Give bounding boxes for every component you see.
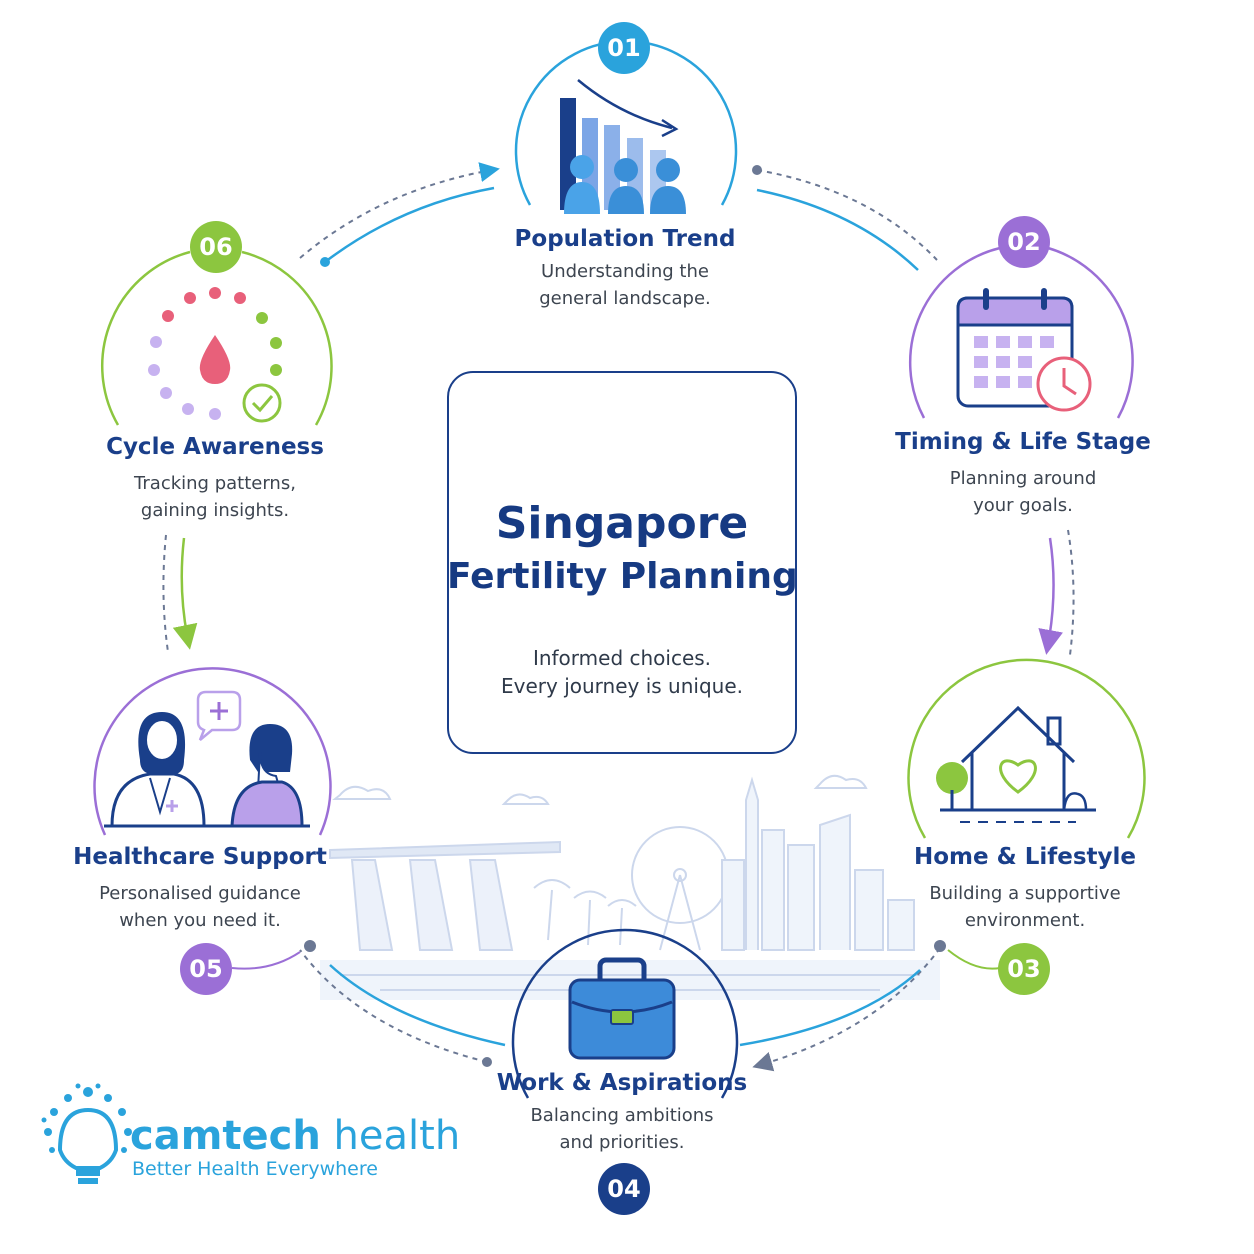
connector-03-04: [739, 940, 1001, 1072]
connector-01-02: [752, 165, 938, 271]
step-02-arc: [908, 246, 1134, 419]
briefcase-icon: [568, 957, 676, 1060]
step-title: Population Trend: [514, 226, 736, 252]
house-heart-icon: [936, 705, 1096, 823]
step-01-text: Population Trend Understanding the gener…: [475, 226, 775, 312]
step-desc-line2: environment.: [964, 910, 1086, 931]
doctor-consultation-icon: [104, 690, 310, 828]
step-desc-line1: Personalised guidance: [99, 883, 301, 904]
step-02-text: Timing & Life Stage Planning around your…: [873, 429, 1173, 519]
center-subtitle-line1: Informed choices.: [532, 646, 712, 670]
step-desc-line1: Balancing ambitions: [530, 1105, 714, 1126]
step-desc-line2: general landscape.: [539, 288, 711, 309]
step-title: Timing & Life Stage: [895, 429, 1151, 455]
cycle-drop-icon: [148, 287, 282, 423]
step-desc-line1: Understanding the: [541, 261, 709, 282]
step-03-arc: [907, 658, 1146, 839]
connector-05-06: [162, 534, 198, 653]
step-desc-line1: Building a supportive: [929, 883, 1121, 904]
center-subtitle-line2: Every journey is unique.: [501, 674, 743, 698]
singapore-skyline: [320, 774, 940, 1000]
connector-02-03: [1038, 529, 1075, 656]
step-05-arc: [93, 667, 332, 836]
step-05-badge: 05: [180, 943, 232, 995]
step-04-text: Work & Aspirations Balancing ambitions a…: [472, 1070, 772, 1156]
step-02-badge: 02: [998, 216, 1050, 268]
center-card: [447, 371, 797, 754]
step-desc-line2: your goals.: [973, 495, 1073, 516]
step-05-text: Healthcare Support Personalised guidance…: [55, 844, 345, 934]
step-desc-line2: when you need it.: [119, 910, 281, 931]
brand-name-part2: health: [320, 1113, 461, 1159]
step-04-arc: [511, 928, 739, 1099]
brand-name-part1: camtech: [130, 1113, 321, 1159]
connector-06-01: [299, 162, 500, 267]
population-chart-icon: [560, 79, 686, 214]
step-title: Work & Aspirations: [496, 1070, 748, 1096]
step-01-badge: 01: [598, 22, 650, 74]
step-04-badge: 04: [598, 1163, 650, 1215]
step-03-badge: 03: [998, 943, 1050, 995]
step-06-badge: 06: [190, 221, 242, 273]
step-03-text: Home & Lifestyle Building a supportive e…: [875, 844, 1175, 934]
step-desc-line2: gaining insights.: [140, 500, 290, 521]
center-title-line1: Singapore: [495, 498, 749, 549]
step-desc-line2: and priorities.: [559, 1132, 685, 1153]
step-desc-line1: Planning around: [949, 468, 1097, 489]
step-06-text: Cycle Awareness Tracking patterns, gaini…: [70, 434, 360, 524]
step-desc-line1: Tracking patterns,: [134, 473, 296, 494]
step-title: Home & Lifestyle: [914, 844, 1136, 870]
brand-name: camtech health: [130, 1113, 460, 1159]
calendar-clock-icon: [956, 288, 1092, 412]
step-title: Cycle Awareness: [106, 434, 324, 460]
center-title-line2: Fertility Planning: [447, 556, 798, 597]
step-title: Healthcare Support: [73, 844, 327, 870]
connector-04-05: [231, 940, 506, 1067]
camtech-bulb-logo: [41, 1083, 132, 1184]
step-06-arc: [100, 250, 333, 426]
brand-tagline: Better Health Everywhere: [132, 1158, 378, 1180]
